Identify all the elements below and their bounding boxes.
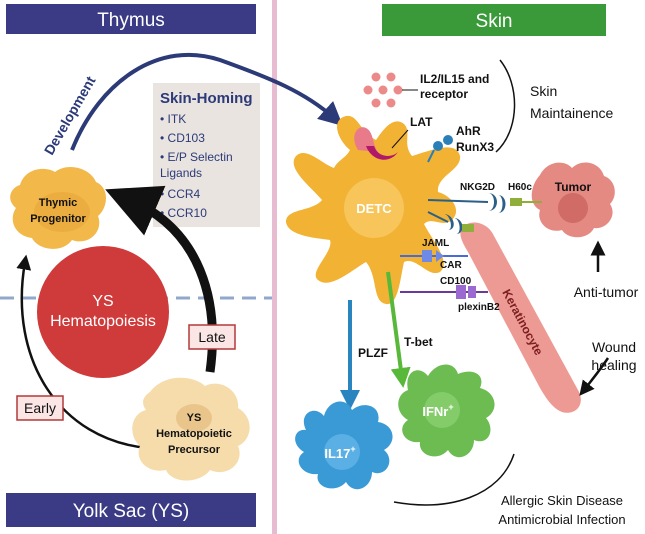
ys-precursor-label: Precursor xyxy=(168,444,221,456)
jaml-car-pair xyxy=(400,250,468,262)
skin-header: Skin xyxy=(382,4,606,36)
development-arrow xyxy=(70,52,343,151)
runx3-label: RunX3 xyxy=(456,140,494,154)
plzf-label: PLZF xyxy=(358,346,388,360)
lat-pointer xyxy=(391,129,409,149)
nkg2d-label: NKG2D xyxy=(460,182,495,193)
skin-title: Skin xyxy=(476,11,513,32)
receptor-shape xyxy=(354,127,378,152)
antimicrobial-label: Antimicrobial Infection xyxy=(498,512,625,527)
early-label-box: Early xyxy=(16,395,64,421)
thymus-title: Thymus xyxy=(97,10,165,31)
ifn-label: IFNr+ xyxy=(422,402,453,419)
thymic-progenitor-label: Progenitor xyxy=(30,213,86,225)
ifn-superscript: + xyxy=(448,402,453,412)
car-label: CAR xyxy=(440,260,462,271)
detc-label: DETC xyxy=(356,201,392,216)
il2-label: IL2/IL15 and xyxy=(420,72,489,86)
h60c-label: H60c xyxy=(508,182,532,193)
yolk-sac-title: Yolk Sac (YS) xyxy=(73,501,190,522)
early-arrow xyxy=(16,254,149,450)
cd100-plexinb2-pair xyxy=(400,285,488,299)
detc-cell: DETC xyxy=(286,115,461,305)
allergic-bracket xyxy=(393,453,515,506)
skin-homing-box: Skin-Homing • ITK • CD103 • E/P Selectin… xyxy=(153,83,260,227)
skin-homing-item: Ligands xyxy=(160,166,202,180)
wound-healing-arrow xyxy=(579,357,610,396)
ahr-receptor xyxy=(427,135,453,163)
receptor-to-keratinocyte xyxy=(427,211,474,234)
il17-cell: IL17+ xyxy=(295,401,393,490)
ys-hematopoiesis-label: YS xyxy=(92,293,113,310)
skin-homing-item: • CCR10 xyxy=(160,206,207,220)
nkg2d-receptor xyxy=(427,193,542,213)
skin-homing-item: • E/P Selectin xyxy=(160,150,233,164)
late-label: Late xyxy=(198,329,225,345)
skin-maintenance-label: Skin xyxy=(530,83,557,99)
early-label: Early xyxy=(24,400,56,416)
tbet-label: T-bet xyxy=(404,335,433,349)
il17-superscript: + xyxy=(350,444,355,454)
skin-maintenance-bracket xyxy=(495,59,516,153)
lat-crescent xyxy=(366,146,398,160)
ahr-label: AhR xyxy=(456,124,481,138)
panel-divider xyxy=(272,0,277,534)
thymic-progenitor-cell: Thymic Progenitor xyxy=(10,167,106,249)
wound-healing-label: Wound xyxy=(592,339,636,355)
wound-healing-label: healing xyxy=(591,357,636,373)
skin-maintenance-label: Maintainence xyxy=(530,105,613,121)
il2-label: receptor xyxy=(420,87,468,101)
ys-precursor-label: Hematopoietic xyxy=(156,428,232,440)
plexinb2-label: plexinB2 xyxy=(458,302,500,313)
tumor-cell: Tumor xyxy=(531,162,615,238)
late-label-box: Late xyxy=(188,324,236,350)
tumor-label: Tumor xyxy=(555,180,592,194)
ys-precursor-label: YS xyxy=(187,412,202,424)
il17-label: IL17+ xyxy=(324,444,355,461)
allergic-label: Allergic Skin Disease xyxy=(501,493,623,508)
ys-precursor-cell: YS Hematopoietic Precursor xyxy=(132,377,250,481)
skin-homing-item: • CD103 xyxy=(160,131,205,145)
ys-hematopoiesis-circle: YS Hematopoiesis xyxy=(37,246,169,378)
jaml-label: JAML xyxy=(422,238,449,249)
lat-label: LAT xyxy=(410,115,433,129)
cd100-label: CD100 xyxy=(440,276,472,287)
cytokine-dots xyxy=(363,72,403,108)
thymus-header: Thymus xyxy=(6,4,256,34)
thymic-progenitor-label: Thymic xyxy=(39,197,78,209)
skin-homing-title: Skin-Homing xyxy=(160,90,253,107)
skin-homing-item: • CCR4 xyxy=(160,187,201,201)
anti-tumor-label: Anti-tumor xyxy=(574,284,639,300)
ifn-text: IFNr xyxy=(422,404,448,419)
ys-hematopoiesis-label: Hematopoiesis xyxy=(50,313,156,330)
il17-text: IL17 xyxy=(324,446,350,461)
tbet-arrow xyxy=(386,271,411,388)
skin-homing-item: • ITK xyxy=(160,112,186,126)
ifn-cell: IFNr+ xyxy=(398,364,495,458)
yolk-sac-header: Yolk Sac (YS) xyxy=(6,493,256,527)
